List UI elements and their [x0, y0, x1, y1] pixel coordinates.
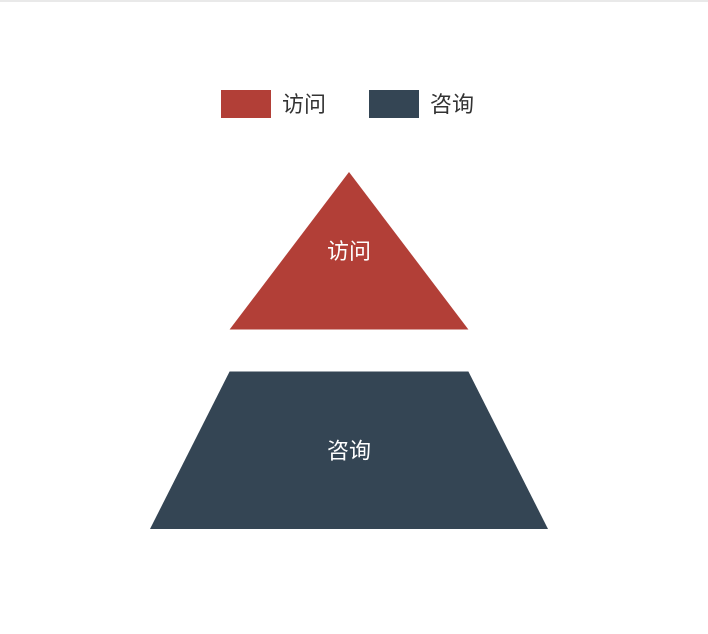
funnel-segment-2[interactable] [150, 371, 548, 530]
legend-label-visit: 访问 [282, 93, 326, 118]
legend-item-visit[interactable]: 访问 [221, 90, 326, 118]
funnel-segment-label-1: 访问 [327, 240, 371, 265]
top-border [0, 0, 708, 2]
legend-swatch-visit [221, 90, 271, 118]
legend-item-consult[interactable]: 咨询 [369, 90, 474, 118]
funnel-segment-1[interactable] [229, 172, 469, 330]
legend: 访问 咨询 [221, 90, 474, 118]
legend-swatch-consult [369, 90, 419, 118]
legend-label-consult: 咨询 [430, 93, 474, 118]
funnel-segment-label-2: 咨询 [327, 439, 371, 464]
